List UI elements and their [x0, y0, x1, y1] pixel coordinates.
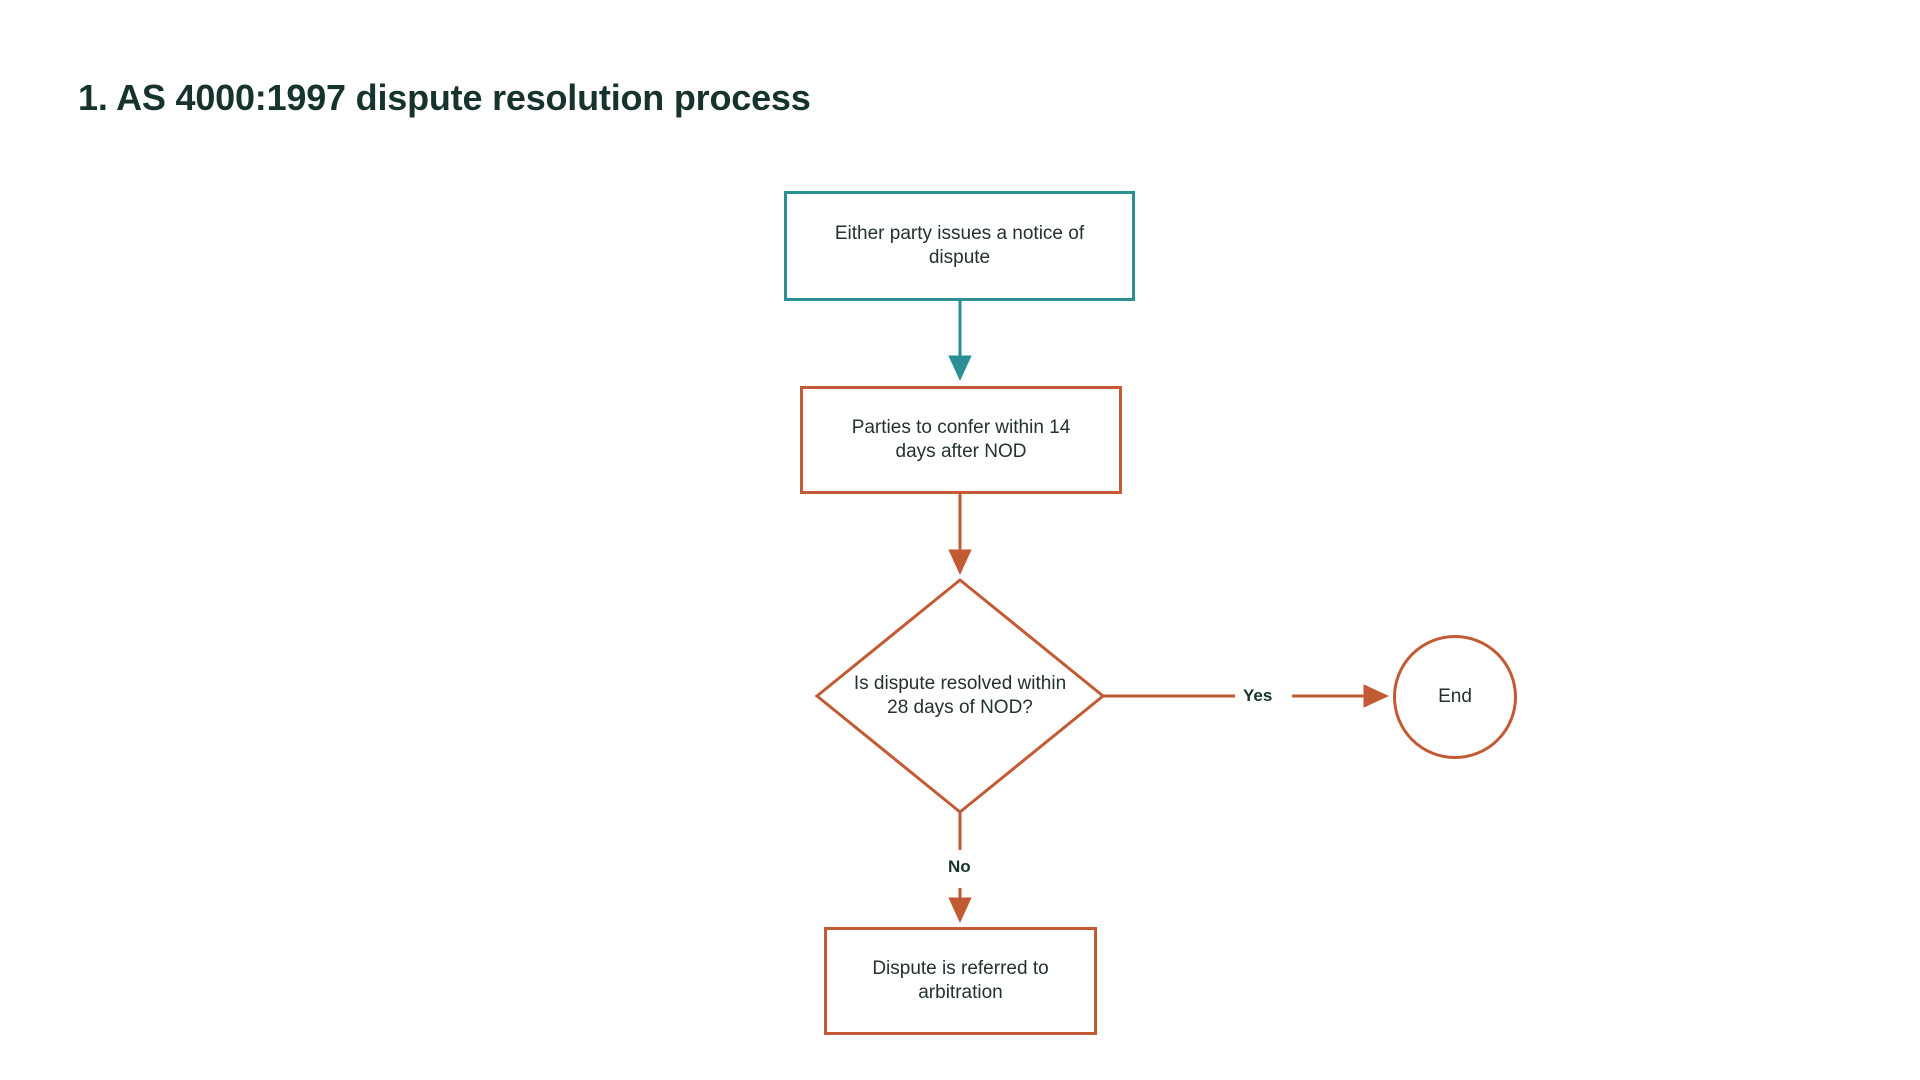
node-end-label: End — [1438, 685, 1472, 707]
node-decision-dispute-resolved[interactable]: Is dispute resolved within 28 days of NO… — [817, 580, 1103, 812]
node-notice-of-dispute-label: Either party issues a notice of dispute — [834, 222, 1085, 268]
node-notice-of-dispute[interactable]: Either party issues a notice of dispute — [784, 191, 1135, 301]
edge-label-yes: Yes — [1243, 686, 1273, 705]
node-end[interactable]: End — [1393, 635, 1517, 759]
page-title: 1. AS 4000:1997 dispute resolution proce… — [78, 77, 811, 119]
node-referred-to-arbitration[interactable]: Dispute is referred to arbitration — [824, 927, 1097, 1035]
node-decision-dispute-resolved-label: Is dispute resolved within 28 days of NO… — [853, 672, 1067, 718]
node-parties-confer[interactable]: Parties to confer within 14 days after N… — [800, 386, 1122, 494]
node-referred-to-arbitration-label: Dispute is referred to arbitration — [872, 957, 1049, 1003]
node-parties-confer-label: Parties to confer within 14 days after N… — [851, 416, 1071, 462]
edge-label-no: No — [948, 857, 971, 876]
